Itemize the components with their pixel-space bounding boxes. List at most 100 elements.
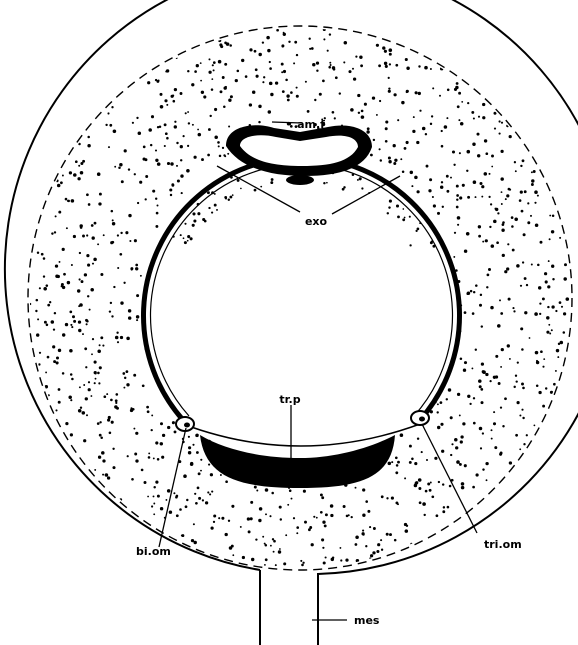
- label-am-f: am.f: [297, 118, 325, 131]
- stipple-dot: [467, 395, 470, 398]
- stipple-dot: [70, 373, 73, 376]
- stipple-dot: [311, 47, 314, 50]
- stipple-dot: [79, 386, 81, 388]
- stipple-dot: [111, 241, 114, 244]
- stipple-dot: [355, 487, 357, 489]
- stipple-dot: [192, 124, 194, 126]
- stipple-dot: [126, 371, 128, 373]
- stipple-dot: [83, 439, 86, 442]
- stipple-dot: [376, 550, 379, 553]
- stipple-dot: [283, 70, 286, 73]
- stipple-dot: [56, 179, 59, 182]
- stipple-dot: [339, 92, 341, 94]
- stipple-dot: [396, 464, 399, 467]
- stipple-dot: [393, 162, 396, 165]
- stipple-dot: [214, 204, 217, 207]
- stipple-dot: [472, 486, 475, 489]
- stipple-dot: [156, 204, 158, 206]
- stipple-dot: [210, 473, 213, 476]
- stipple-dot: [478, 116, 480, 118]
- stipple-dot: [66, 227, 68, 229]
- stipple-dot: [155, 225, 158, 228]
- stipple-dot: [343, 505, 346, 508]
- stipple-dot: [389, 200, 392, 203]
- stipple-dot: [416, 141, 419, 144]
- stipple-dot: [491, 166, 493, 168]
- stipple-dot: [248, 530, 251, 533]
- stipple-dot: [55, 264, 58, 267]
- stipple-dot: [141, 469, 144, 472]
- stipple-dot: [460, 440, 463, 443]
- stipple-dot: [314, 99, 316, 101]
- stipple-dot: [155, 149, 157, 151]
- stipple-dot: [44, 321, 47, 324]
- stipple-dot: [62, 175, 64, 177]
- stipple-dot: [517, 362, 519, 364]
- stipple-dot: [434, 457, 437, 460]
- stipple-dot: [506, 194, 509, 197]
- stipple-dot: [198, 497, 201, 500]
- stipple-dot: [469, 403, 471, 405]
- stipple-dot: [225, 533, 228, 536]
- stipple-dot: [481, 196, 483, 198]
- stipple-dot: [549, 215, 551, 217]
- stipple-dot: [131, 269, 133, 271]
- stipple-dot: [545, 280, 548, 283]
- stipple-dot: [523, 233, 526, 236]
- stipple-dot: [288, 41, 290, 43]
- stipple-dot: [513, 310, 515, 312]
- stipple-dot: [107, 476, 110, 479]
- stipple-dot: [393, 93, 396, 96]
- stipple-dot: [365, 500, 368, 503]
- stipple-dot: [519, 448, 521, 450]
- stipple-dot: [557, 356, 559, 358]
- stipple-dot: [187, 235, 190, 238]
- stipple-dot: [97, 243, 99, 245]
- stipple-dot: [388, 462, 392, 466]
- stipple-dot: [454, 438, 458, 442]
- stipple-dot: [479, 182, 482, 185]
- stipple-dot: [90, 288, 94, 292]
- stipple-dot: [452, 150, 455, 153]
- stipple-dot: [98, 202, 101, 205]
- stipple-dot: [224, 63, 227, 66]
- stipple-dot: [200, 62, 202, 64]
- stipple-dot: [112, 466, 115, 469]
- stipple-dot: [99, 434, 102, 437]
- stipple-dot: [128, 168, 130, 170]
- stipple-dot: [71, 378, 74, 381]
- stipple-dot: [388, 156, 391, 159]
- stipple-dot: [437, 212, 440, 215]
- stipple-dot: [343, 61, 345, 63]
- stipple-dot: [49, 301, 51, 303]
- stipple-dot: [258, 519, 261, 522]
- stipple-dot: [232, 554, 234, 556]
- stipple-dot: [499, 133, 501, 135]
- stipple-dot: [276, 29, 279, 32]
- stipple-dot: [369, 557, 371, 559]
- stipple-dot: [397, 119, 399, 121]
- stipple-dot: [94, 222, 97, 225]
- stipple-dot: [82, 160, 85, 163]
- stipple-dot: [97, 172, 101, 176]
- stipple-dot: [380, 159, 382, 161]
- stipple-dot: [520, 165, 522, 167]
- stipple-dot: [421, 451, 423, 453]
- stipple-dot: [123, 282, 125, 284]
- stipple-dot: [533, 170, 536, 173]
- stipple-dot: [129, 240, 131, 242]
- stipple-dot: [272, 538, 274, 540]
- stipple-dot: [100, 336, 103, 339]
- stipple-dot: [127, 455, 129, 457]
- stipple-dot: [453, 256, 455, 258]
- stipple-dot: [135, 459, 138, 462]
- stipple-dot: [506, 267, 509, 270]
- stipple-dot: [197, 212, 200, 215]
- stipple-dot: [487, 274, 490, 277]
- stipple-dot: [539, 313, 541, 315]
- stipple-dot: [381, 495, 384, 498]
- stipple-dot: [62, 248, 65, 251]
- stipple-dot: [542, 405, 545, 408]
- stipple-dot: [216, 209, 218, 211]
- stipple-dot: [188, 446, 191, 449]
